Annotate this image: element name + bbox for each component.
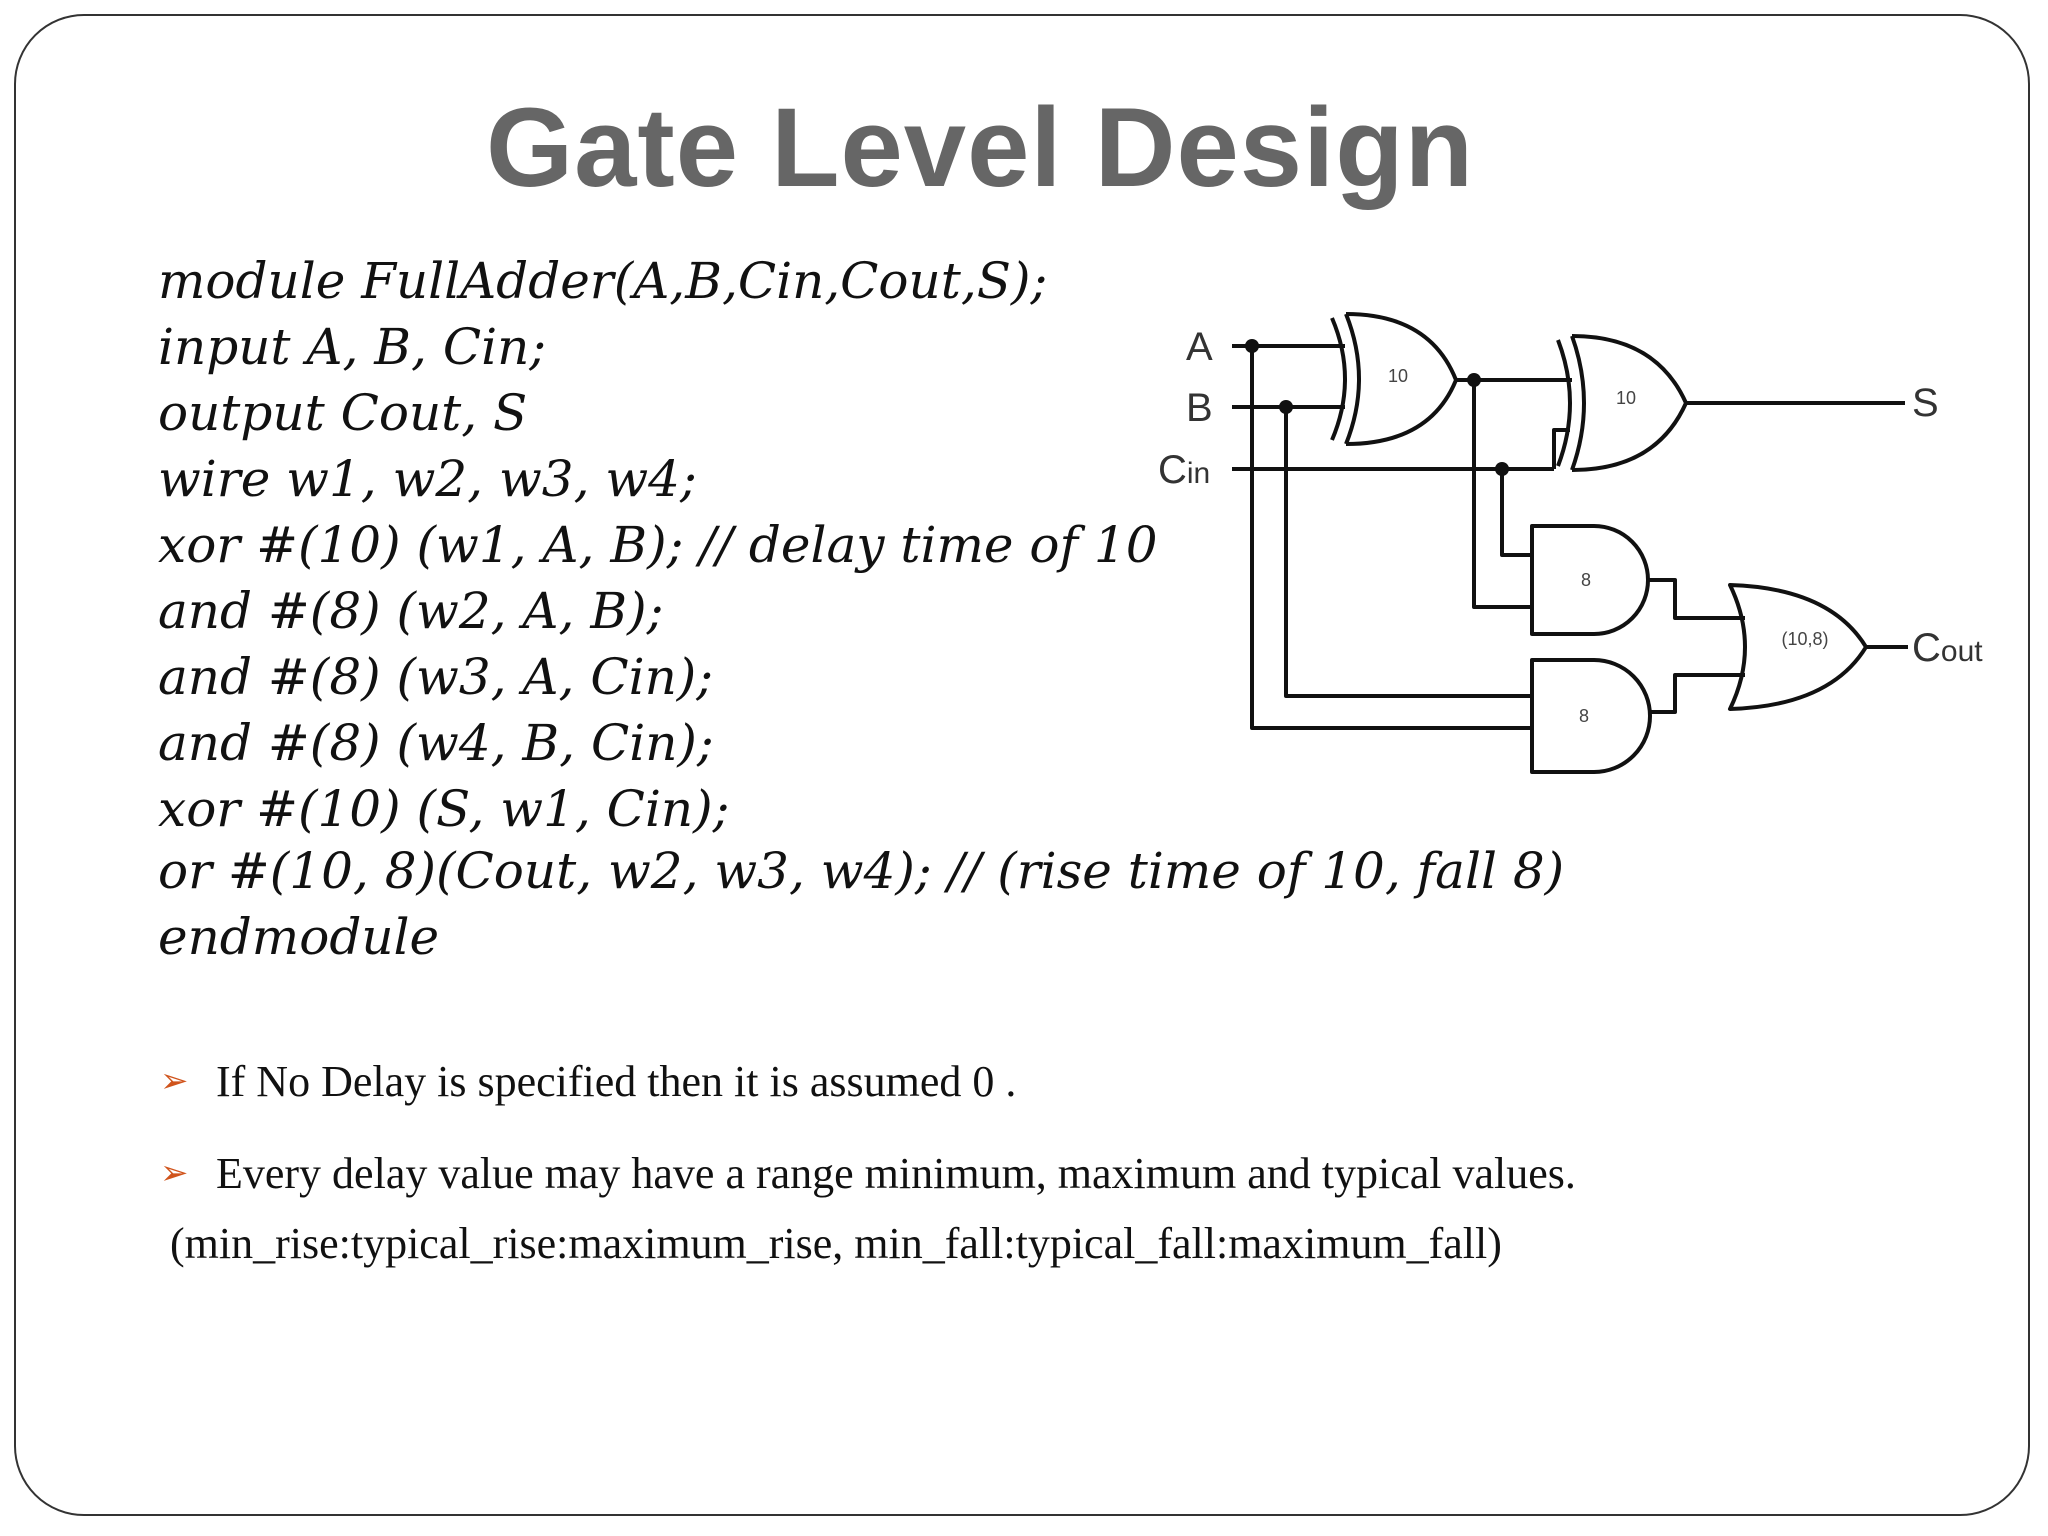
code-line-output: output Cout, S xyxy=(158,384,528,442)
slide-title: Gate Level Design xyxy=(485,85,1475,210)
bullet-item-delay-range: ➢ Every delay value may have a range mini… xyxy=(160,1152,1576,1196)
label-output-s: S xyxy=(1912,381,1939,425)
bullet-text: Every delay value may have a range minim… xyxy=(216,1149,1576,1198)
xor1-input-curve xyxy=(1344,313,1361,445)
wire-and2-to-or xyxy=(1648,673,1745,714)
wire-cin-to-and1 xyxy=(1500,469,1534,557)
junction-dot-w1 xyxy=(1467,373,1481,387)
code-line-xor-w1: xor #(10) (w1, A, B); // delay time of 1… xyxy=(158,516,1158,574)
wire-cin-to-xor2 xyxy=(1552,428,1570,469)
junction-dot-a xyxy=(1245,339,1259,353)
and1-body xyxy=(1530,524,1650,636)
xor2-body xyxy=(1571,334,1688,472)
xor2-back-curve xyxy=(1556,339,1572,467)
bullet-item-no-delay: ➢ If No Delay is specified then it is ass… xyxy=(160,1060,1016,1104)
delay-range-format: (min_rise:typical_rise:maximum_rise, min… xyxy=(170,1219,1502,1268)
xor2-delay-label: 10 xyxy=(1616,388,1636,408)
or-body xyxy=(1728,583,1868,711)
code-line-wire: wire w1, w2, w3, w4; xyxy=(158,450,697,508)
bullet-text: If No Delay is specified then it is assu… xyxy=(216,1057,1017,1106)
code-line-and-w3: and #(8) (w3, A, Cin); xyxy=(158,648,714,706)
arrowhead-bullet-icon: ➢ xyxy=(160,1155,189,1192)
and2-body xyxy=(1530,658,1652,774)
and1-delay-label: 8 xyxy=(1581,570,1591,590)
and2-delay-label: 8 xyxy=(1579,706,1589,726)
or-delay-label: (10,8) xyxy=(1781,629,1828,649)
xor2-input-curve xyxy=(1570,335,1586,471)
code-line-or-cout: or #(10, 8)(Cout, w2, w3, w4); // (rise … xyxy=(158,842,1565,900)
arrowhead-bullet-icon: ➢ xyxy=(160,1063,189,1100)
label-input-c: Cin xyxy=(1158,448,1210,492)
code-line-and-w4: and #(8) (w4, B, Cin); xyxy=(158,714,714,772)
junction-dot-cin xyxy=(1495,462,1509,476)
label-output-cout: Cout xyxy=(1912,626,1983,670)
xor1-body xyxy=(1345,312,1458,446)
wire-w1-to-and1 xyxy=(1472,380,1534,609)
label-input-a: A xyxy=(1186,325,1213,369)
wire-a-to-and2 xyxy=(1250,346,1534,730)
code-line-endmodule: endmodule xyxy=(158,908,440,966)
verilog-code-block: module FullAdder(A,B,Cin,Cout,S); input … xyxy=(158,250,1158,970)
slide-frame xyxy=(14,14,2030,1516)
wire-b-to-and2 xyxy=(1284,407,1534,698)
code-line-and-w2: and #(8) (w2, A, B); xyxy=(158,582,664,640)
code-line-xor-s: xor #(10) (S, w1, Cin); xyxy=(158,780,730,838)
wire-and1-to-or xyxy=(1648,578,1745,620)
xor1-back-curve xyxy=(1330,317,1347,441)
code-line-module: module FullAdder(A,B,Cin,Cout,S); xyxy=(158,252,1048,310)
xor1-delay-label: 10 xyxy=(1388,366,1408,386)
code-line-input: input A, B, Cin; xyxy=(158,318,547,376)
junction-dot-b xyxy=(1279,400,1293,414)
label-input-b: B xyxy=(1186,386,1213,430)
